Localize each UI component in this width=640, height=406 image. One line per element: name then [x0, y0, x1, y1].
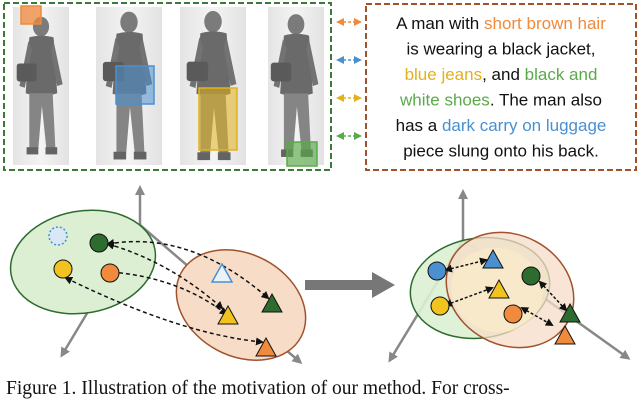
blue-triangle [482, 248, 504, 269]
description-line: A man with short brown hair [396, 14, 606, 33]
description-segment: is wearing a black jacket, [407, 40, 596, 59]
dark-green-triangle [261, 292, 283, 313]
right-embedding-space [388, 189, 631, 363]
frame-1 [13, 7, 69, 165]
dark-green-triangle-aligned [559, 302, 581, 323]
blue-circle [427, 261, 447, 281]
yellow-triangle [217, 304, 239, 325]
orange-triangle [255, 336, 277, 357]
shoes-highlight-box [286, 141, 318, 167]
jeans-highlight-box [198, 87, 238, 151]
faded-blue-circle [48, 226, 68, 246]
description-segment: , and [482, 65, 525, 84]
description-text: A man with short brown hair is wearing a … [396, 14, 607, 161]
right-arrow-icon [305, 272, 395, 298]
orange-circle [100, 263, 120, 283]
description-line: has a dark carry on luggage [396, 116, 607, 135]
orange-triangle-aligned [554, 324, 576, 345]
description-segment: black and [525, 65, 598, 84]
description-line: blue jeans, and black and [405, 65, 598, 84]
motivation-figure: A man with short brown hair is wearing a … [3, 2, 637, 364]
description-line: white shoes. The man also [399, 91, 602, 110]
yellow-circle [53, 259, 73, 279]
description-segment: blue jeans [405, 65, 483, 84]
dark-green-circle [89, 233, 109, 253]
figure-caption: Figure 1. Illustration of the motivation… [6, 378, 510, 399]
description-segment: A man with [396, 14, 484, 33]
description-segment: white shoes [399, 91, 490, 110]
dark-green-circle-aligned [521, 266, 541, 286]
description-segment: dark carry on luggage [442, 116, 606, 135]
text-feature-cluster [175, 249, 307, 361]
faded-blue-triangle [210, 262, 234, 283]
description-box [365, 3, 637, 171]
yellow-triangle-aligned [488, 278, 510, 299]
frame-4 [268, 7, 324, 165]
description-segment: has a [396, 116, 442, 135]
description-line: is wearing a black jacket, [407, 40, 596, 59]
description-segment: piece slung onto his back. [403, 142, 599, 161]
image-panel [3, 2, 332, 171]
left-embedding-space [9, 185, 307, 364]
image-panel-border [3, 2, 332, 171]
yellow-circle-aligned [430, 296, 450, 316]
description-segment: . The man also [490, 91, 602, 110]
description-line: piece slung onto his back. [403, 142, 599, 161]
correspondence-arrows [336, 18, 362, 140]
hair-highlight-box [20, 5, 42, 25]
orange-circle-aligned [503, 304, 523, 324]
description-segment: short brown hair [484, 14, 606, 33]
luggage-highlight-box [115, 65, 155, 105]
